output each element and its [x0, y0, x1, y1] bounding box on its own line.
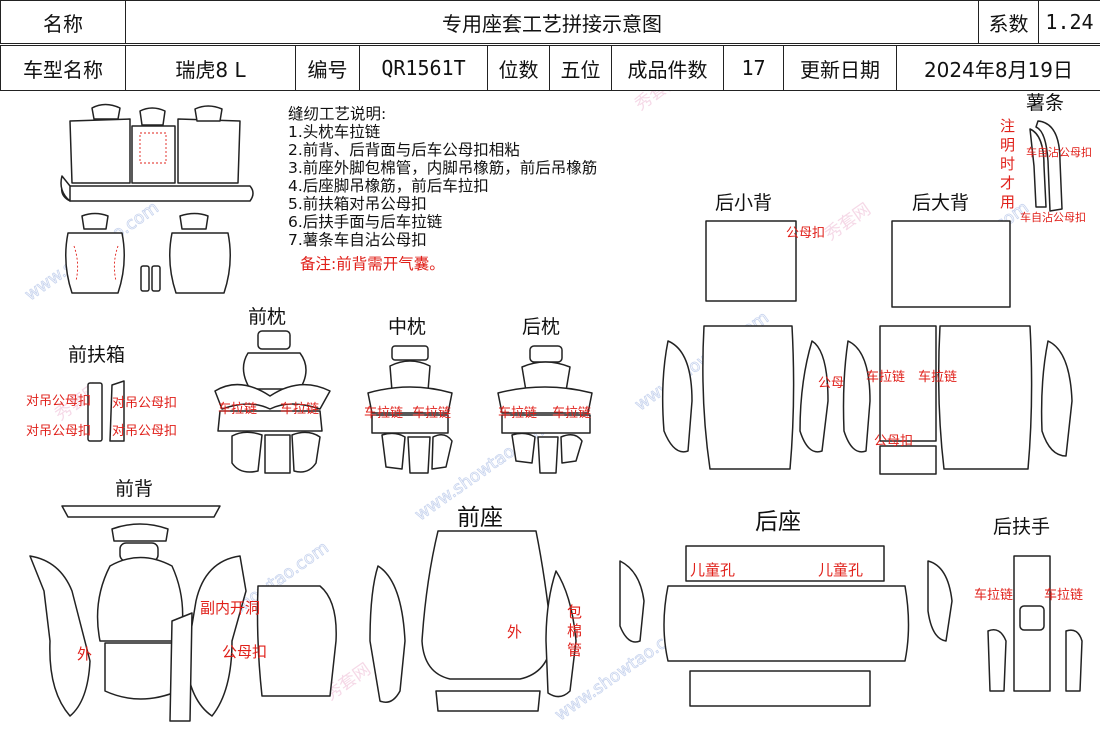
front-headrest-label: 前枕: [248, 306, 286, 328]
annot-child-hole: 儿童孔: [690, 561, 735, 579]
annot-cotton-tube: 包棉管: [567, 603, 582, 659]
annot-zipper: 车拉链: [218, 401, 257, 417]
annot-zipper: 车拉链: [918, 369, 957, 385]
coef-label: 系数: [979, 1, 1039, 44]
coef-value: 1.24: [1039, 1, 1100, 44]
instruction-item: 1.头枕车拉链: [288, 123, 381, 141]
pieces-label: 成品件数: [612, 46, 724, 91]
name-label: 名称: [1, 1, 126, 44]
annot-velcro-snap: 车自沾公母扣: [1020, 210, 1086, 224]
rear-large-back-label: 后大背: [912, 192, 969, 214]
annot-velcro-snap: 车自沾公母扣: [1026, 145, 1092, 159]
code-value: QR1561T: [360, 46, 488, 91]
date-label: 更新日期: [784, 46, 897, 91]
annot-snap: 公母扣: [222, 643, 267, 661]
date-value: 2024年8月19日: [897, 46, 1100, 91]
front-armbox-label: 前扶箱: [68, 344, 125, 366]
watermark-brand: 秀套网: [631, 91, 684, 115]
annot-snap: 公母扣: [874, 434, 913, 449]
seats-value: 五位: [550, 46, 612, 91]
front-back-label: 前背: [115, 478, 153, 500]
annot-zipper: 车拉链: [974, 587, 1013, 603]
header-row-1: 名称 专用座套工艺拼接示意图 系数 1.24: [0, 0, 1100, 44]
sewing-instructions: 缝纫工艺说明: 1.头枕车拉链 2.前背、后背面与后车公母扣相粘 3.前座外脚包…: [288, 105, 597, 273]
front-back-group: 前背 外 副内开洞 公母扣: [30, 478, 336, 721]
annot-zipper: 车拉链: [280, 401, 319, 417]
instruction-item: 7.薯条车自沾公母扣: [288, 231, 427, 249]
annot-zipper: 车拉链: [364, 405, 403, 421]
rear-armrest-group: 后扶手 车拉链 车拉链: [974, 516, 1083, 691]
seats-label: 位数: [488, 46, 550, 91]
annot-outer: 外: [77, 645, 92, 663]
instructions-title: 缝纫工艺说明:: [288, 105, 386, 123]
front-seat-label: 前座: [457, 505, 503, 531]
annot-outer: 外: [507, 623, 522, 641]
annot-notice: 注明时才用: [1000, 117, 1015, 211]
annot-sub-airbag: 副内开洞: [200, 599, 260, 617]
instruction-item: 6.后扶手面与后车拉链: [288, 213, 443, 231]
rear-small-back-label: 后小背: [715, 192, 772, 214]
annot-hang-snap: 对吊公母扣: [26, 424, 91, 439]
pattern-sheet: www.showtao.com www.showtao.com www.show…: [0, 90, 1100, 735]
annot-zipper: 车拉链: [1044, 587, 1083, 603]
instruction-item: 5.前扶箱对吊公母扣: [288, 195, 427, 213]
pattern-diagram: www.showtao.com www.showtao.com www.show…: [0, 91, 1100, 735]
sheet-title: 专用座套工艺拼接示意图: [126, 1, 979, 44]
instruction-item: 3.前座外脚包棉管，内脚吊橡筋，前后吊橡筋: [288, 159, 597, 177]
watermark-brand: 秀套网: [821, 199, 874, 245]
middle-headrest-group: 中枕 车拉链 车拉链: [364, 316, 452, 473]
model-label: 车型名称: [1, 46, 126, 91]
annot-child-hole: 儿童孔: [818, 561, 863, 579]
instruction-item: 4.后座脚吊橡筋，前后车拉扣: [288, 177, 489, 195]
annot-snap: 公母扣: [786, 226, 825, 241]
instruction-item: 2.前背、后背面与后车公母扣相粘: [288, 141, 520, 159]
annot-zipper: 车拉链: [498, 405, 537, 421]
annot-zipper: 车拉链: [552, 405, 591, 421]
pieces-value: 17: [724, 46, 784, 91]
rear-large-back-group: 后大背 车拉链 车拉链 公母扣: [844, 192, 1073, 474]
instruction-remark: 备注:前背需开气囊。: [300, 255, 445, 273]
fries-strip-label: 薯条: [1026, 92, 1064, 114]
rear-seat-label: 后座: [755, 509, 801, 535]
front-armbox-group: 前扶箱 对吊公母扣 对吊公母扣 对吊公母扣 对吊公母扣: [26, 344, 177, 441]
annot-zipper: 车拉链: [412, 405, 451, 421]
rear-armrest-label: 后扶手: [993, 516, 1050, 538]
annot-hang-snap: 对吊公母扣: [112, 396, 177, 411]
fries-strip-group: 薯条 车自沾公母扣 车自沾公母扣 注明时才用: [1000, 92, 1092, 224]
code-label: 编号: [296, 46, 360, 91]
seat-illustration: [61, 105, 253, 294]
rear-seat-group: 后座 儿童孔 儿童孔: [620, 509, 952, 706]
model-value: 瑞虎8 L: [126, 46, 296, 91]
middle-headrest-label: 中枕: [388, 316, 426, 338]
header-row-2: 车型名称 瑞虎8 L 编号 QR1561T 位数 五位 成品件数 17 更新日期…: [0, 45, 1100, 91]
rear-headrest-label: 后枕: [522, 316, 560, 338]
front-headrest-group: 前枕 车拉链 车拉链: [215, 306, 330, 473]
annot-hang-snap: 对吊公母扣: [112, 424, 177, 439]
annot-zipper: 车拉链: [866, 369, 905, 385]
front-seat-group: 前座 外 包棉管: [370, 505, 582, 711]
annot-hang-snap: 对吊公母扣: [26, 394, 91, 409]
